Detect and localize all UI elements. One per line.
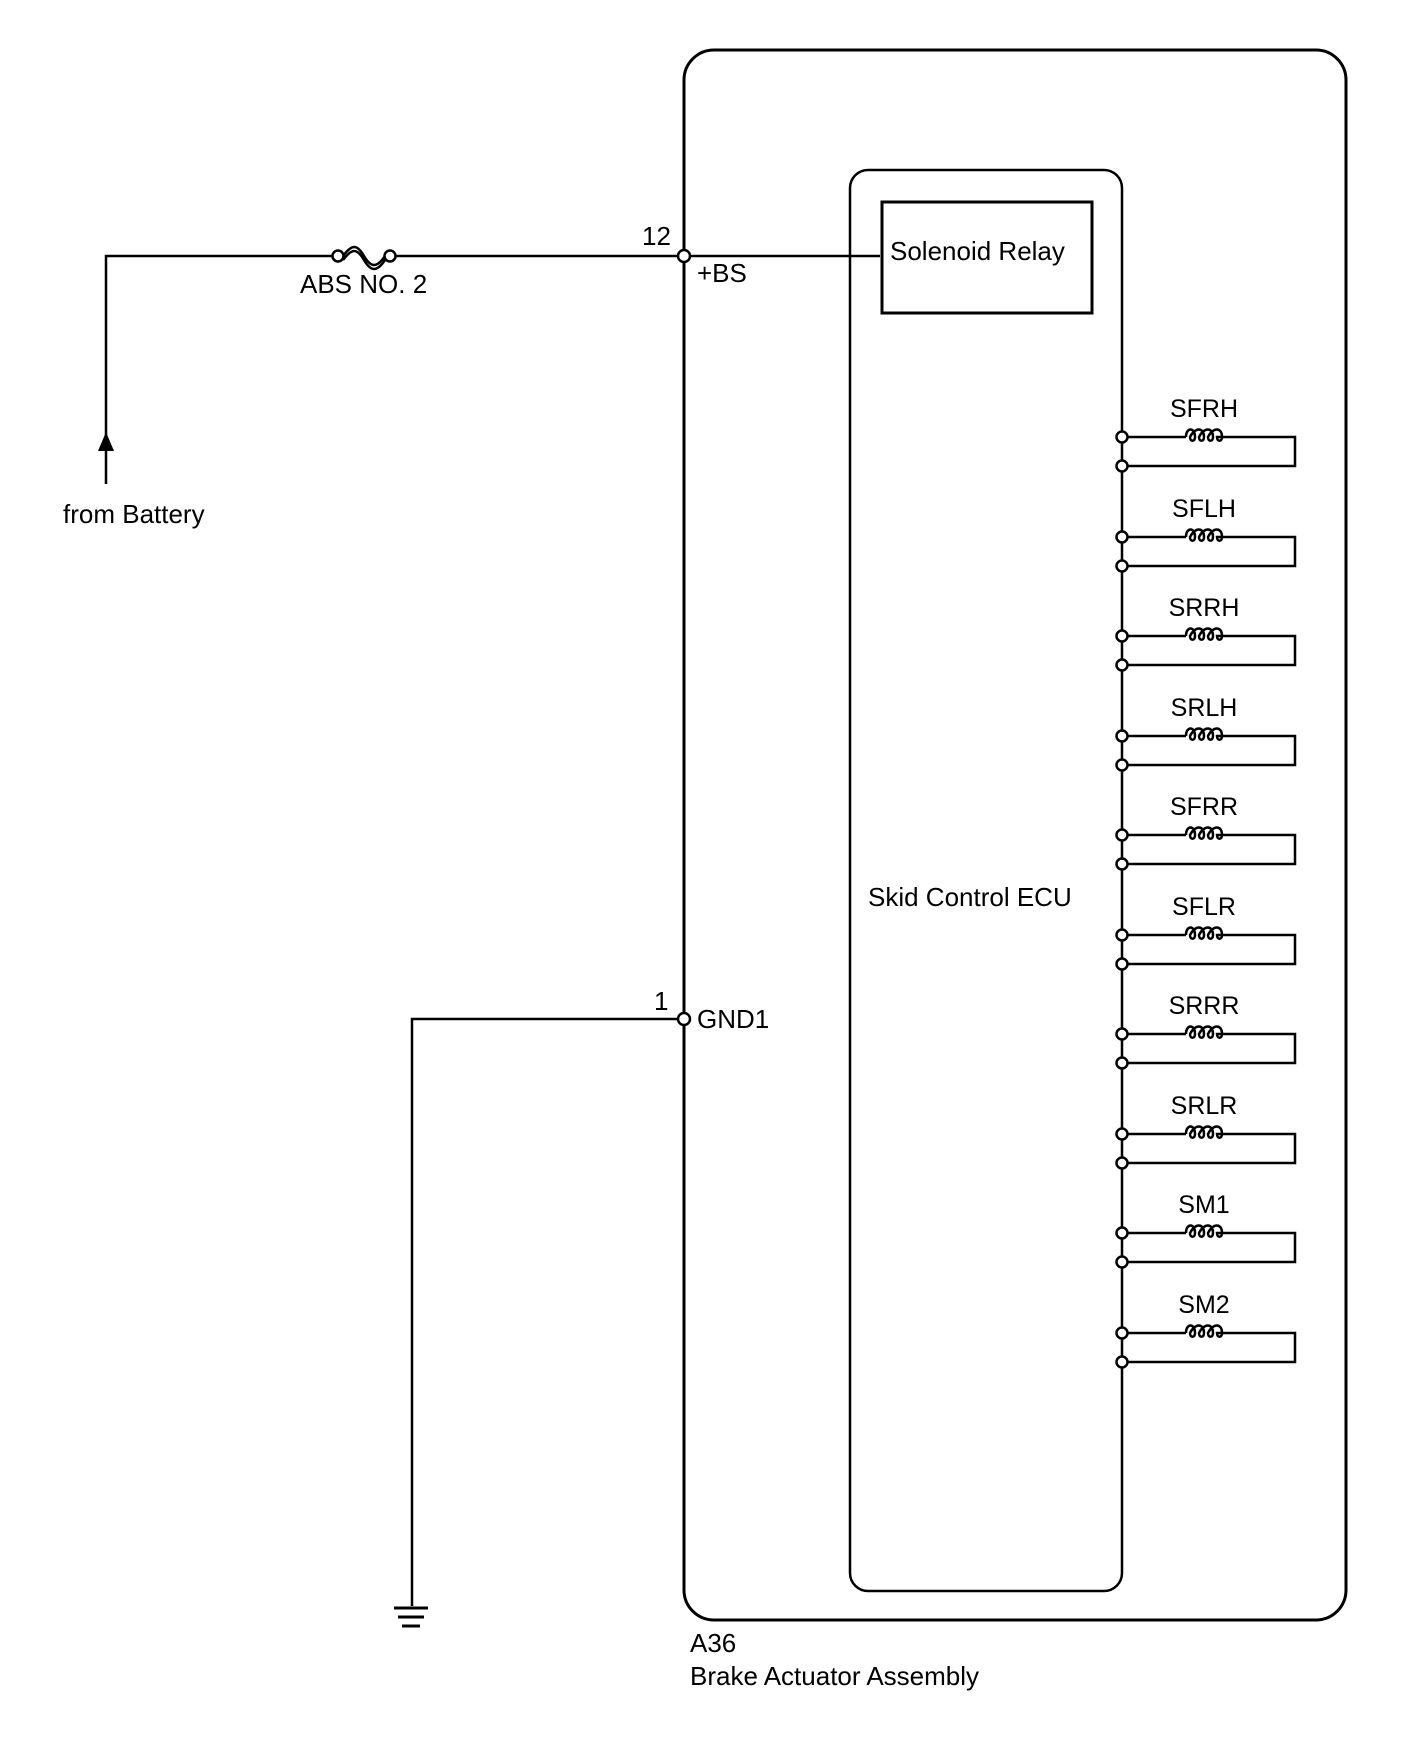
coil-icon xyxy=(1184,627,1224,641)
solenoid-loop-wire xyxy=(1122,734,1297,767)
skid-control-ecu-label: Skid Control ECU xyxy=(868,882,1072,912)
solenoid-sfrh: SFRH xyxy=(1115,395,1297,473)
solenoid-terminal xyxy=(1115,1355,1129,1369)
coil-icon xyxy=(1184,727,1224,741)
ground-icon xyxy=(394,1606,428,1628)
from-battery-label: from Battery xyxy=(63,499,205,529)
solenoid-srrh: SRRH xyxy=(1115,594,1297,672)
terminal-12 xyxy=(676,248,692,264)
solenoid-relay-label: Solenoid Relay xyxy=(890,236,1065,266)
solenoid-terminal xyxy=(1115,559,1129,573)
coil-icon xyxy=(1184,428,1224,442)
solenoid-loop-wire xyxy=(1122,435,1297,468)
assembly-name-label: Brake Actuator Assembly xyxy=(690,1661,979,1691)
solenoid-terminal xyxy=(1115,530,1129,544)
solenoid-label: SFRR xyxy=(1170,793,1238,821)
solenoid-label: SFRH xyxy=(1170,395,1238,423)
terminal-1 xyxy=(676,1011,692,1027)
pin-name-bs: +BS xyxy=(697,258,747,288)
pin-number-1: 1 xyxy=(654,986,668,1016)
solenoid-label: SRLH xyxy=(1171,694,1238,722)
solenoid-terminal xyxy=(1115,1226,1129,1240)
battery-arrow-icon xyxy=(98,432,114,451)
solenoid-terminal xyxy=(1115,758,1129,772)
solenoid-terminal xyxy=(1115,729,1129,743)
solenoid-label: SRLR xyxy=(1171,1092,1238,1120)
solenoid-label: SM2 xyxy=(1178,1291,1229,1319)
solenoid-loop-wire xyxy=(1122,1032,1297,1065)
solenoid-loop-wire xyxy=(1122,634,1297,667)
solenoid-loop-wire xyxy=(1122,833,1297,866)
solenoid-terminal xyxy=(1115,1127,1129,1141)
solenoid-loop-wire xyxy=(1122,933,1297,966)
solenoid-label: SRRR xyxy=(1169,992,1240,1020)
coil-icon xyxy=(1184,1224,1224,1238)
solenoid-srlh: SRLH xyxy=(1115,694,1297,772)
solenoid-terminal xyxy=(1115,1255,1129,1269)
solenoid-label: SFLR xyxy=(1172,893,1236,921)
solenoid-terminal xyxy=(1115,1326,1129,1340)
solenoid-terminal xyxy=(1115,459,1129,473)
solenoid-loop-wire xyxy=(1122,1132,1297,1165)
solenoid-sm2: SM2 xyxy=(1115,1291,1297,1369)
coil-icon xyxy=(1184,926,1224,940)
solenoid-sflh: SFLH xyxy=(1115,495,1297,573)
solenoid-terminal xyxy=(1115,928,1129,942)
coil-icon xyxy=(1184,1025,1224,1039)
solenoid-loop-wire xyxy=(1122,1231,1297,1264)
pin-name-gnd1: GND1 xyxy=(697,1004,769,1034)
solenoid-terminal xyxy=(1115,1056,1129,1070)
solenoid-terminal xyxy=(1115,658,1129,672)
solenoid-sfrr: SFRR xyxy=(1115,793,1297,871)
solenoid-loop-wire xyxy=(1122,1331,1297,1364)
coil-icon xyxy=(1184,826,1224,840)
solenoid-relay-box xyxy=(880,200,1094,315)
coil-icon xyxy=(1184,1324,1224,1338)
solenoid-srrr: SRRR xyxy=(1115,992,1297,1070)
solenoid-terminal xyxy=(1115,857,1129,871)
solenoid-sm1: SM1 xyxy=(1115,1191,1297,1269)
solenoid-terminal xyxy=(1115,629,1129,643)
fuse-icon xyxy=(331,245,397,271)
solenoid-label: SRRH xyxy=(1169,594,1240,622)
ground-wire xyxy=(410,1017,678,1606)
solenoid-srlr: SRLR xyxy=(1115,1092,1297,1170)
solenoid-sflr: SFLR xyxy=(1115,893,1297,971)
assembly-code-label: A36 xyxy=(690,1628,736,1658)
solenoid-label: SM1 xyxy=(1178,1191,1229,1219)
solenoid-terminal xyxy=(1115,957,1129,971)
skid-control-ecu-box xyxy=(848,168,1124,1593)
fuse-label: ABS NO. 2 xyxy=(300,269,427,299)
coil-icon xyxy=(1184,528,1224,542)
solenoid-terminal xyxy=(1115,430,1129,444)
battery-feed-wire xyxy=(104,254,338,484)
solenoid-terminal xyxy=(1115,828,1129,842)
solenoid-label: SFLH xyxy=(1172,495,1236,523)
solenoid-terminal xyxy=(1115,1156,1129,1170)
solenoid-loop-wire xyxy=(1122,535,1297,568)
solenoid-terminal xyxy=(1115,1027,1129,1041)
coil-icon xyxy=(1184,1125,1224,1139)
pin-number-12: 12 xyxy=(642,221,671,251)
